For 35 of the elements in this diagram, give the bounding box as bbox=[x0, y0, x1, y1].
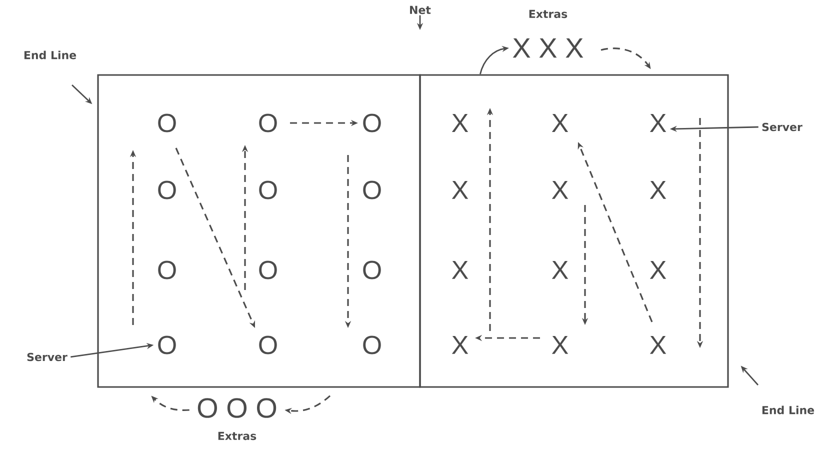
player-symbol: O bbox=[158, 336, 176, 354]
player-symbol: O bbox=[259, 180, 277, 200]
player-symbol: O bbox=[363, 260, 381, 280]
player-symbol: X bbox=[452, 261, 468, 279]
player-symbol: X bbox=[452, 336, 468, 354]
player-symbol: X bbox=[552, 336, 568, 354]
player-group: O O O bbox=[198, 398, 276, 418]
callout-label: End Line bbox=[24, 50, 76, 60]
player-symbol: O bbox=[259, 336, 277, 354]
player-symbol: X bbox=[452, 181, 468, 199]
player-symbol: O bbox=[158, 114, 176, 132]
player-symbol: X bbox=[650, 336, 666, 354]
group-caption: Extras bbox=[218, 432, 256, 440]
player-symbol: O bbox=[259, 260, 277, 280]
player-symbol: O bbox=[158, 260, 176, 280]
callout-label: Server bbox=[762, 122, 802, 132]
player-symbol: O bbox=[363, 114, 381, 132]
callout-label: End Line bbox=[762, 406, 814, 414]
player-symbol: O bbox=[363, 336, 381, 354]
court-box bbox=[97, 74, 421, 388]
court-box bbox=[419, 74, 729, 388]
player-symbol: X bbox=[552, 114, 568, 132]
group-caption: Extras bbox=[529, 10, 568, 18]
player-symbol: X bbox=[552, 261, 568, 279]
player-symbol: X bbox=[650, 114, 666, 132]
player-group: X X X bbox=[512, 38, 584, 58]
player-symbol: O bbox=[259, 114, 277, 132]
player-symbol: X bbox=[552, 181, 568, 199]
player-symbol: O bbox=[158, 180, 176, 200]
callout-label: Server bbox=[27, 352, 68, 362]
player-symbol: X bbox=[650, 181, 666, 199]
player-symbol: O bbox=[363, 180, 381, 200]
callout-label: Net bbox=[410, 6, 431, 14]
player-symbol: X bbox=[452, 114, 468, 132]
player-symbol: X bbox=[650, 261, 666, 279]
